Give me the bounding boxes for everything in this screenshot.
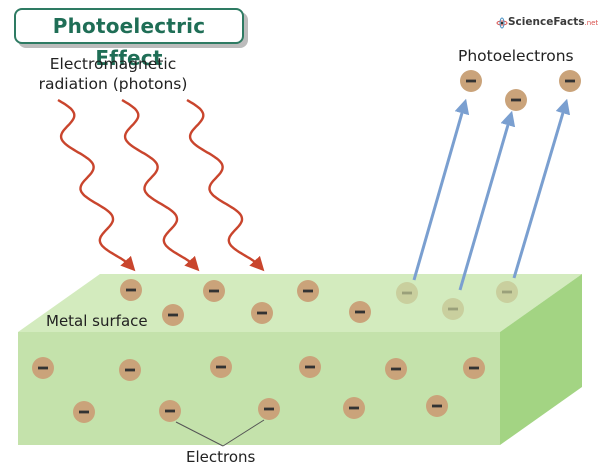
title-badge: Photoelectric Effect	[14, 8, 244, 70]
electron	[505, 89, 527, 111]
electron-minus-sign	[209, 289, 219, 293]
electron-minus-sign	[126, 288, 136, 292]
photoelectron-arrow-2	[458, 110, 516, 291]
electron	[559, 70, 581, 92]
electron	[299, 356, 321, 378]
photon-wave-2	[121, 98, 200, 272]
metal-block-front	[18, 332, 500, 445]
electron	[349, 301, 371, 323]
electron-minus-sign	[355, 310, 365, 314]
electron-minus-sign	[305, 365, 315, 369]
photon-waves	[57, 98, 265, 272]
electron	[203, 280, 225, 302]
sciencefacts-logo: ScienceFacts.net	[496, 14, 598, 34]
electron-minus-sign	[168, 313, 178, 317]
electron	[32, 357, 54, 379]
electron	[120, 279, 142, 301]
photoelectrons-label: Photoelectrons	[458, 47, 574, 65]
electron-minus-sign	[264, 407, 274, 411]
electron-faded	[396, 282, 418, 304]
logo-text: ScienceFacts.net	[508, 16, 599, 28]
radiation-label-line1: Electromagnetic	[49, 55, 177, 73]
electron	[297, 280, 319, 302]
electron	[210, 356, 232, 378]
electron	[73, 401, 95, 423]
photon-wave-3	[186, 98, 265, 272]
electron-minus-sign	[165, 409, 175, 413]
radiation-label-line2: radiation (photons)	[38, 75, 188, 93]
electron-minus-sign	[125, 368, 135, 372]
electron	[385, 358, 407, 380]
electrons-label: Electrons	[186, 448, 256, 466]
electron	[119, 359, 141, 381]
electron-faded	[496, 281, 518, 303]
electrons-pointer	[175, 419, 265, 447]
electron-minus-sign	[448, 307, 458, 311]
electron-minus-sign	[391, 367, 401, 371]
metal-block-top	[18, 274, 582, 332]
electron	[426, 395, 448, 417]
logo-tld: .net	[584, 19, 599, 27]
photoelectron-arrows	[412, 98, 571, 291]
metal-surface-label: Metal surface	[46, 312, 148, 330]
photoelectron-arrow-1	[412, 98, 470, 281]
radiation-label: Electromagnetic radiation (photons)	[18, 54, 208, 94]
electron	[463, 357, 485, 379]
electron	[258, 398, 280, 420]
electron-minus-sign	[216, 365, 226, 369]
electron-minus-sign	[469, 366, 479, 370]
electrons-layer	[32, 70, 581, 423]
electron-minus-sign	[349, 406, 359, 410]
photoelectron-arrow-3	[512, 98, 571, 279]
electron	[343, 397, 365, 419]
electron-minus-sign	[511, 98, 521, 102]
metal-block-side	[500, 274, 582, 445]
atom-icon	[496, 17, 508, 29]
electron-faded	[442, 298, 464, 320]
electron	[251, 302, 273, 324]
electron-minus-sign	[432, 404, 442, 408]
electron-minus-sign	[402, 291, 412, 295]
electron	[460, 70, 482, 92]
electron-minus-sign	[257, 311, 267, 315]
electron	[162, 304, 184, 326]
photon-wave-1	[57, 98, 136, 272]
electron-minus-sign	[303, 289, 313, 293]
electron-minus-sign	[38, 366, 48, 370]
electron-minus-sign	[502, 290, 512, 294]
electron-minus-sign	[466, 79, 476, 83]
electron-minus-sign	[79, 410, 89, 414]
electron-minus-sign	[565, 79, 575, 83]
electron	[159, 400, 181, 422]
